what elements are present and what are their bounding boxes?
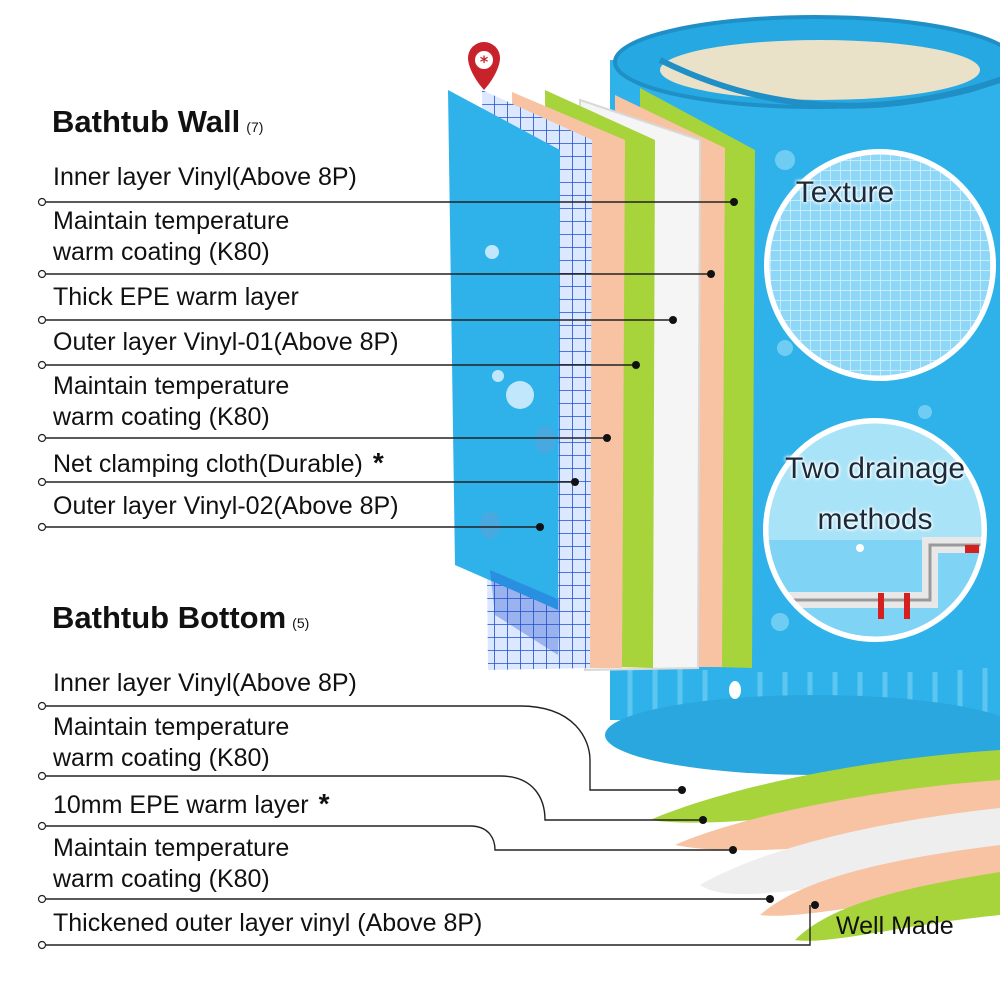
wall-layer-count: (7) [246, 119, 264, 135]
wall-heading-text: Bathtub Wall [52, 104, 241, 139]
asterisk-icon: * [372, 447, 384, 478]
wall-leader-endpoints [37, 197, 47, 532]
bottom-layer-3-label-text: 10mm EPE warm layer [53, 791, 309, 819]
wall-layers [448, 88, 755, 672]
drainage-label-line2: methods [817, 503, 933, 536]
wall-layer-5-label: Maintain temperature [53, 372, 290, 400]
blossom-decoration [771, 150, 932, 631]
wall-heading: Bathtub Wall (7) [52, 104, 263, 140]
bottom-layer-4-label-line2: warm coating (K80) [53, 865, 270, 893]
bottom-layer-2-label: Maintain temperature [53, 713, 290, 741]
wall-layer-1-label: Inner layer Vinyl(Above 8P) [53, 163, 357, 191]
bottom-leader-dots [678, 786, 819, 909]
drainage-label-line1: Two drainage [784, 452, 966, 485]
wall-leader-dots [536, 198, 738, 531]
wall-layer-3-label: Thick EPE warm layer [53, 283, 299, 311]
texture-label: Texture [795, 176, 895, 209]
bottom-layer-3-label: 10mm EPE warm layer * [53, 788, 330, 821]
texture-inset [764, 149, 996, 381]
bottom-layer-count: (5) [292, 615, 310, 631]
well-made-label: Well Made [836, 912, 954, 940]
bottom-leader-endpoints [37, 701, 47, 950]
asterisk-icon: * [318, 788, 330, 819]
wall-layer-2-label: Maintain temperature [53, 207, 290, 235]
wall-leader-lines [40, 201, 734, 528]
wall-layer-2-label-line2: warm coating (K80) [53, 238, 270, 266]
bottom-layer-2-label-line2: warm coating (K80) [53, 744, 270, 772]
wall-layer-6-label-text: Net clamping cloth(Durable) [53, 450, 363, 478]
svg-text:*: * [480, 52, 489, 71]
wall-layer-6-label: Net clamping cloth(Durable) * [53, 447, 384, 480]
wall-layer-7-label: Outer layer Vinyl-02(Above 8P) [53, 492, 399, 520]
wall-layer-5-label-line2: warm coating (K80) [53, 403, 270, 431]
wall-layer-4-label: Outer layer Vinyl-01(Above 8P) [53, 328, 399, 356]
bottom-heading-text: Bathtub Bottom [52, 600, 287, 635]
bottom-layer-4-label: Maintain temperature [53, 834, 290, 862]
bottom-leader-lines [40, 705, 811, 946]
bottom-layer-1-label: Inner layer Vinyl(Above 8P) [53, 669, 357, 697]
bottom-layer-5-label: Thickened outer layer vinyl (Above 8P) [53, 909, 483, 937]
bottom-layers [650, 750, 1000, 941]
pin-marker-icon: * [468, 42, 500, 90]
bottom-heading: Bathtub Bottom (5) [52, 600, 309, 636]
